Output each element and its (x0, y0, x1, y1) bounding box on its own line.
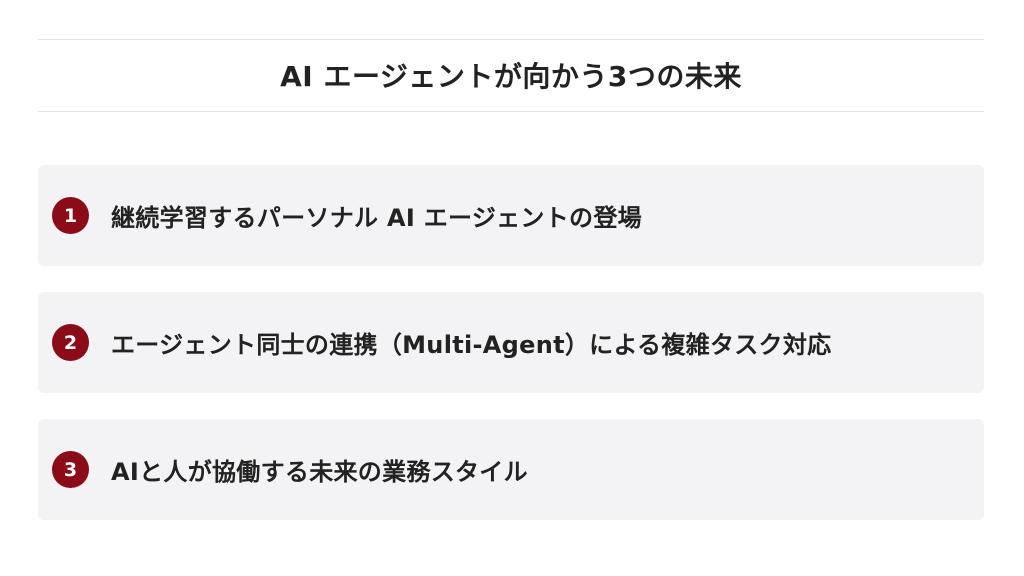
page-title: AI エージェントが向かう3つの未来 (280, 60, 742, 93)
list-item-3: 3 AIと人が協働する未来の業務スタイル (38, 419, 984, 520)
list-item-2: 2 エージェント同士の連携（Multi-Agent）による複雑タスク対応 (38, 292, 984, 393)
list-item-label-2: エージェント同士の連携（Multi-Agent）による複雑タスク対応 (111, 331, 832, 359)
list-item-1: 1 継続学習するパーソナル AI エージェントの登場 (38, 165, 984, 266)
list-item-label-1: 継続学習するパーソナル AI エージェントの登場 (111, 204, 642, 232)
list-item-label-3: AIと人が協働する未来の業務スタイル (111, 458, 528, 486)
number-badge-2: 2 (52, 324, 89, 361)
number-badge-3: 3 (52, 451, 89, 488)
title-bottom-rule (38, 111, 984, 112)
title-top-rule (38, 39, 984, 40)
number-badge-1: 1 (52, 197, 89, 234)
